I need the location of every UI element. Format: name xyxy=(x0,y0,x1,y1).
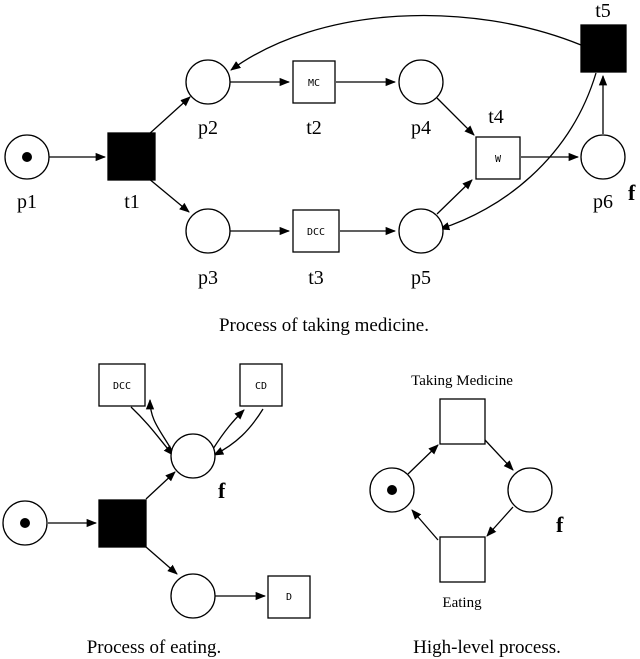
high-level-start-token xyxy=(387,485,397,495)
eating-final-marker: f xyxy=(218,478,226,503)
high-level-final-marker: f xyxy=(556,512,564,537)
eating-net: DCC CD D f Process of eating. xyxy=(2,363,311,658)
place-p2 xyxy=(185,59,231,105)
place-p5 xyxy=(398,208,444,254)
high-level-final-place xyxy=(507,467,553,513)
high-level-net: Taking Medicine Eating f High-level proc… xyxy=(369,373,564,658)
label-t4: t4 xyxy=(488,106,504,128)
eating-d-label: D xyxy=(286,592,292,603)
transition-t3 xyxy=(292,209,340,253)
arc-p4-t4 xyxy=(436,97,475,136)
transition-t1 xyxy=(107,132,156,181)
arc-f-dcc xyxy=(145,398,172,450)
caption-eating: Process of eating. xyxy=(87,637,222,658)
caption-taking-medicine: Process of taking medicine. xyxy=(219,315,429,336)
eating-start-transition xyxy=(98,499,147,548)
place-p4 xyxy=(398,59,444,105)
eating-dcc-transition xyxy=(98,363,146,407)
t2-box-label: MC xyxy=(308,78,320,89)
label-p2: p2 xyxy=(198,117,218,139)
arc-t5-p2 xyxy=(230,14,582,71)
arc-dcc-f xyxy=(130,406,174,456)
place-p6 xyxy=(580,134,626,180)
arc-t5-p5 xyxy=(439,72,597,231)
label-p1: p1 xyxy=(17,191,37,213)
label-t2: t2 xyxy=(306,117,322,139)
arc-t-p xyxy=(145,546,178,575)
final-marker-p6: f xyxy=(628,180,636,205)
taking-medicine-label: Taking Medicine xyxy=(411,373,513,389)
label-t1: t1 xyxy=(124,191,140,213)
eating-transition xyxy=(439,536,486,583)
transition-t4 xyxy=(475,136,521,180)
eating-dcc-label: DCC xyxy=(113,381,131,392)
label-p6: p6 xyxy=(593,191,613,213)
arc-cd-f xyxy=(213,408,264,456)
token-p1 xyxy=(22,152,32,162)
arc-t1-p3 xyxy=(147,177,190,213)
arc-t-f xyxy=(145,471,176,500)
eating-final-place xyxy=(170,433,216,479)
transition-t2 xyxy=(292,60,336,104)
t3-box-label: DCC xyxy=(307,227,325,238)
arc-final-eating xyxy=(486,506,514,537)
label-t3: t3 xyxy=(308,267,324,289)
taking-medicine-net: MC DCC W p1 p2 p3 p4 p5 p6 t1 t2 t3 t4 t… xyxy=(4,0,636,336)
eating-start-token xyxy=(20,518,30,528)
eating-cd-label: CD xyxy=(255,381,267,392)
taking-medicine-transition xyxy=(439,398,486,445)
label-p3: p3 xyxy=(198,267,218,289)
eating-cd-transition xyxy=(239,363,283,407)
t4-box-label: W xyxy=(495,154,502,165)
caption-high-level: High-level process. xyxy=(413,637,561,658)
arc-taking-final xyxy=(484,439,514,471)
label-p5: p5 xyxy=(411,267,431,289)
arc-start-taking xyxy=(407,444,439,475)
place-p3 xyxy=(185,208,231,254)
arc-f-cd xyxy=(212,409,245,450)
arc-t1-p2 xyxy=(147,96,191,136)
arc-eating-start xyxy=(411,509,439,541)
label-t5: t5 xyxy=(595,0,611,22)
eating-d-transition xyxy=(267,575,311,619)
eating-label: Eating xyxy=(442,595,482,611)
label-p4: p4 xyxy=(411,117,431,139)
eating-lower-place xyxy=(170,573,216,619)
transition-t5 xyxy=(580,24,627,73)
arc-p5-t4 xyxy=(436,179,473,215)
